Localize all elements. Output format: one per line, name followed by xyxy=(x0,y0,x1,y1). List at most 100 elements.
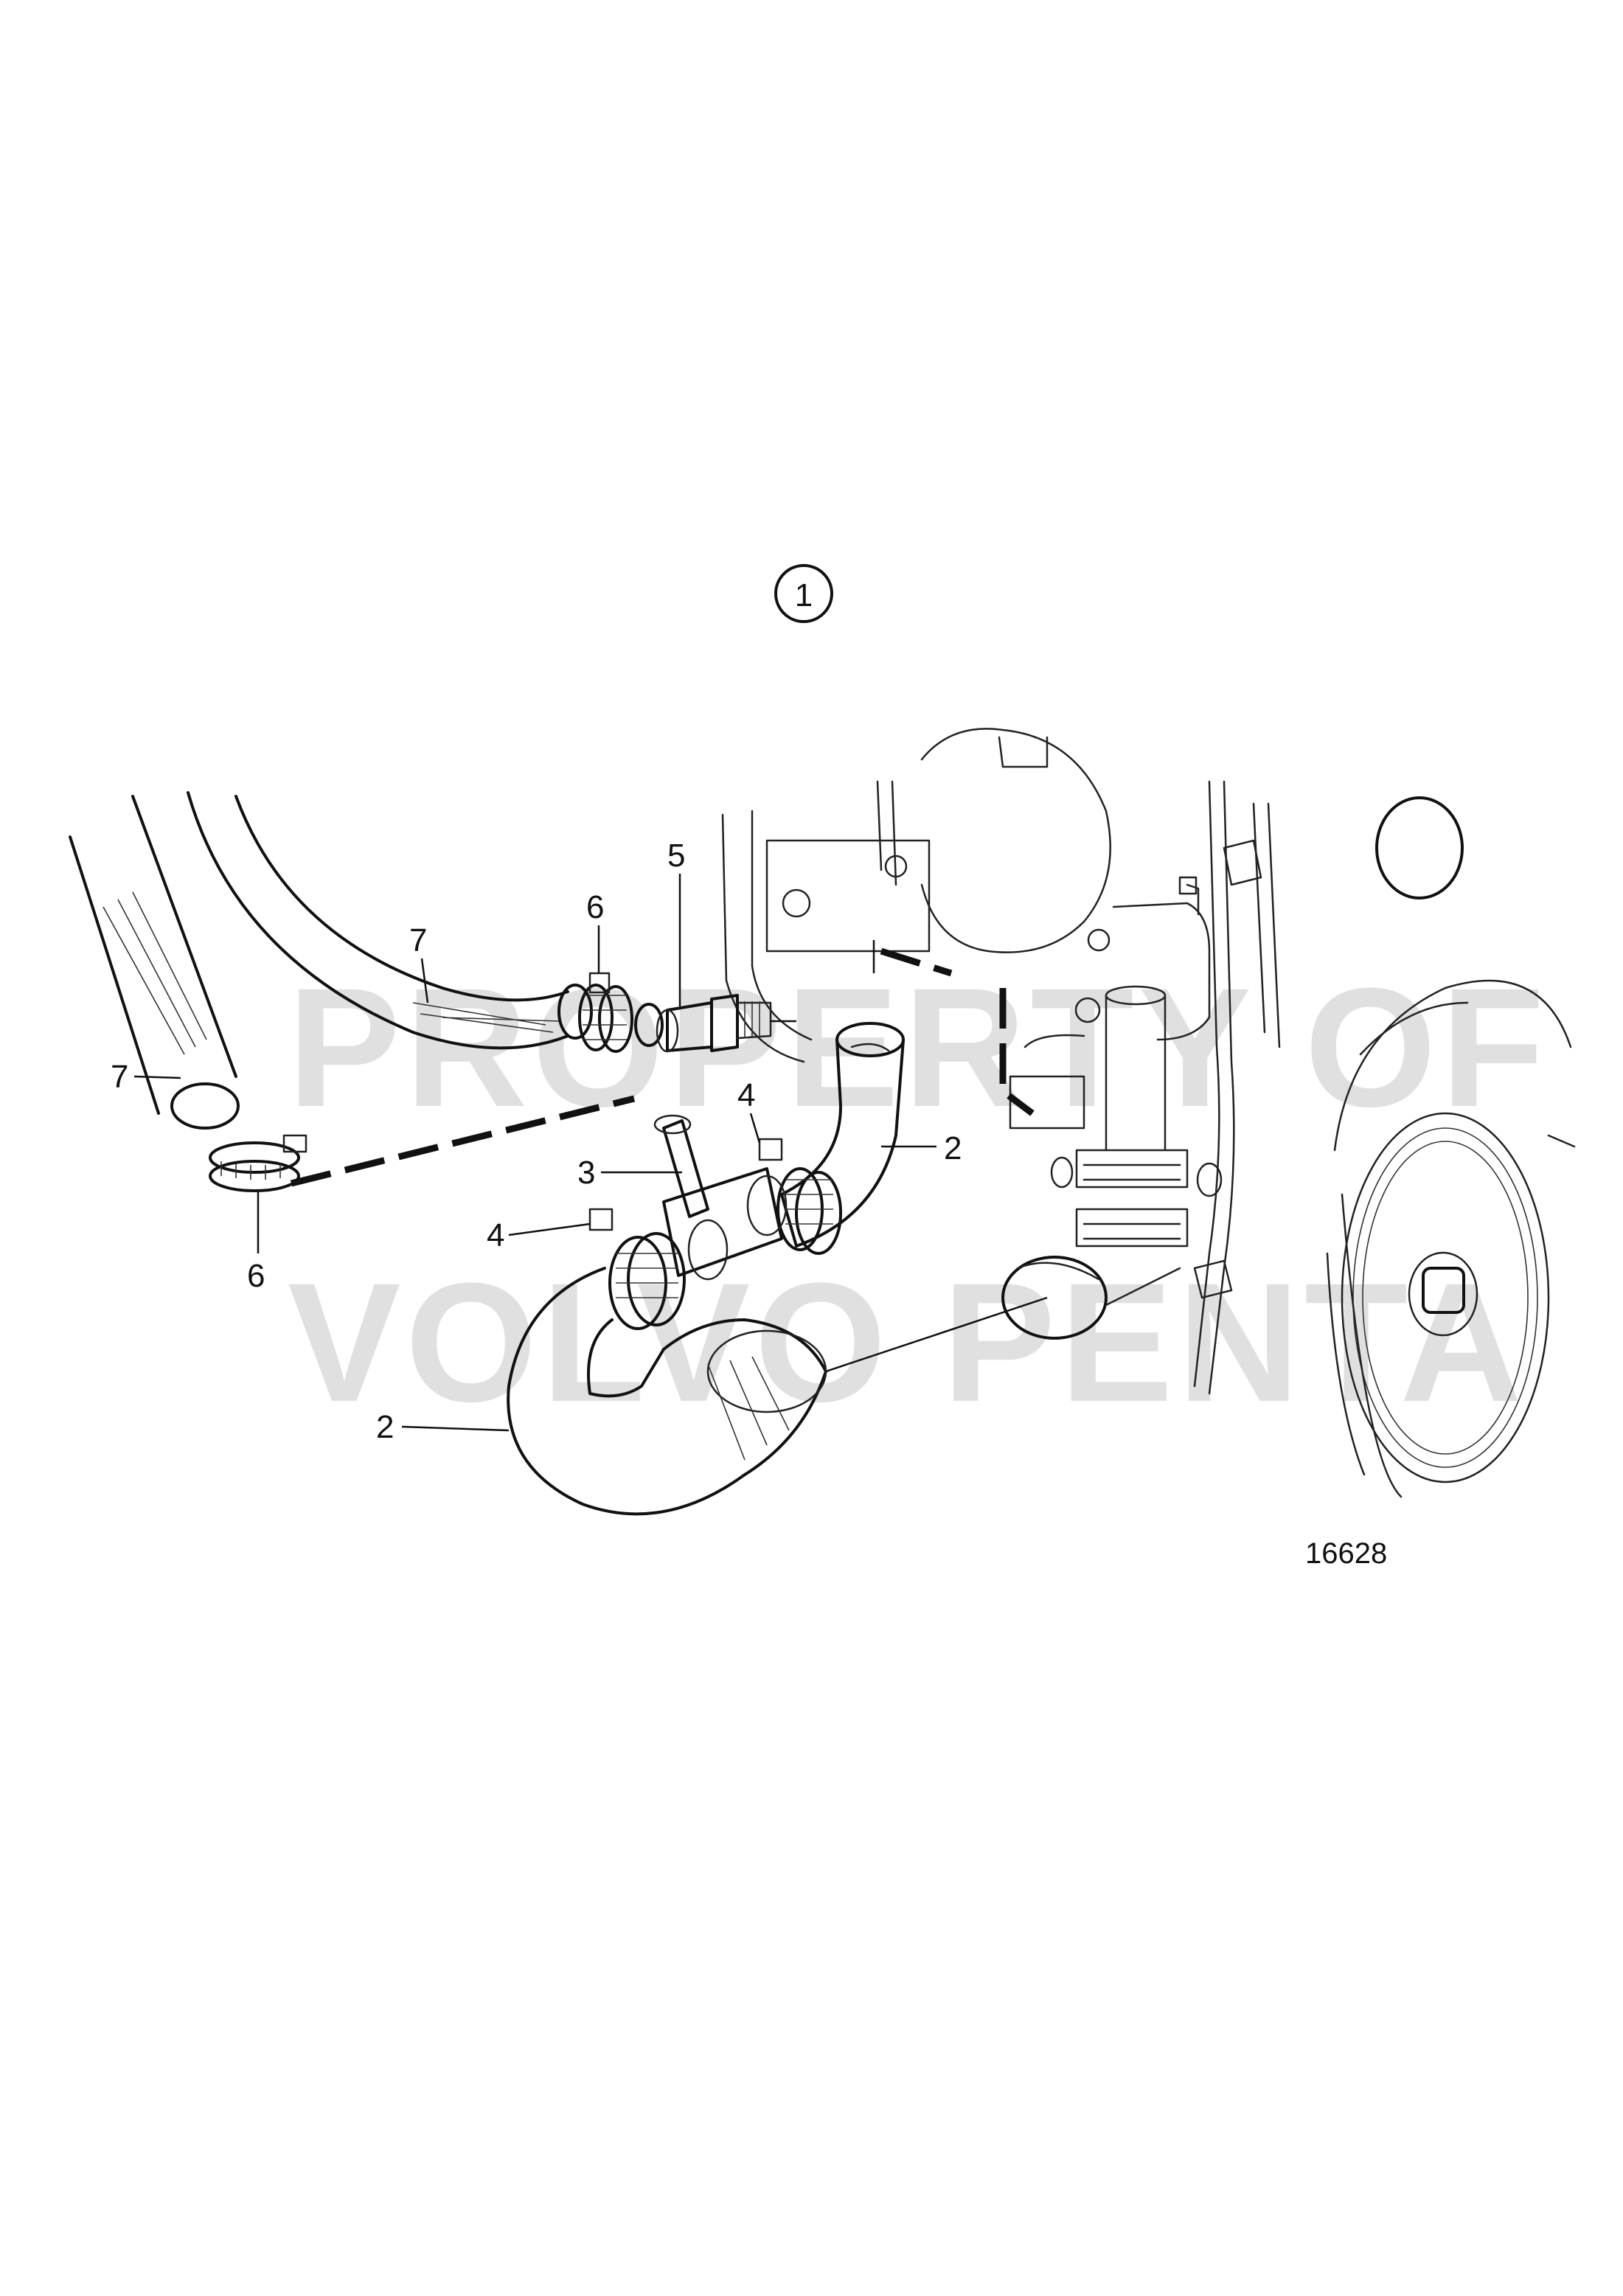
clamp-6-upper-ring-a xyxy=(578,984,614,1051)
fan-shroud-lip xyxy=(1359,1001,1469,1056)
clamp-6-upper-bands xyxy=(583,995,627,1040)
callout-7-left: 7 xyxy=(111,1059,128,1095)
tee-3-ring-1 xyxy=(687,1219,729,1281)
elbow-2-lower-mouth xyxy=(706,1329,827,1413)
washer-ring xyxy=(634,1003,664,1047)
timing-cover-circle xyxy=(920,728,1111,953)
hose-7-left xyxy=(69,795,240,1130)
connection-lines xyxy=(290,940,1048,1373)
inlet-ring-outer xyxy=(1001,1256,1108,1340)
callout-6-upper: 6 xyxy=(586,889,604,925)
elbow-2-lower xyxy=(507,1267,827,1516)
outlet-clamp-upper xyxy=(1075,1149,1189,1189)
clamp-4-lower-ring-b xyxy=(627,1232,686,1326)
leader-4-lower xyxy=(508,1222,591,1236)
housing-outlet xyxy=(1009,985,1223,1248)
bracket-clip-lower xyxy=(1193,1259,1233,1299)
callout-3: 3 xyxy=(577,1155,595,1191)
hose-7-left-end xyxy=(170,1082,240,1130)
dash-block-to-outlet xyxy=(999,988,1035,1116)
frame-rail-4 xyxy=(1267,802,1281,1048)
pulley-groove-2 xyxy=(1362,1141,1529,1455)
leader-7-left xyxy=(133,1075,181,1079)
dash-elbow-to-block xyxy=(880,947,953,977)
outlet-flange xyxy=(1009,1075,1085,1130)
elbow-2-lower-top xyxy=(662,1318,827,1373)
clamp-4-lower-bands xyxy=(616,1253,678,1298)
callout-4-upper: 4 xyxy=(737,1077,755,1113)
tee-3-branch-mouth xyxy=(653,1114,692,1135)
leader-2-lower xyxy=(401,1425,510,1432)
inlet-stub xyxy=(1105,1267,1181,1307)
view-marker-label: 1 xyxy=(795,577,813,613)
bracket-nut xyxy=(1178,876,1198,895)
clamp-4-upper xyxy=(758,1138,842,1255)
hose-7-upper xyxy=(187,791,593,1050)
outlet-clamp-lower xyxy=(1075,1208,1189,1248)
fan-shroud-upper xyxy=(1333,979,1572,1152)
frame-rail-2 xyxy=(1208,780,1235,1395)
elbow-2-upper-inner xyxy=(850,1043,890,1052)
nipple-5 xyxy=(656,994,796,1053)
pulley-hub-nut xyxy=(1422,1267,1465,1314)
lead-elbow-to-inlet xyxy=(825,1296,1048,1373)
outlet-clamp-bands xyxy=(1082,1163,1181,1240)
engine-block-inner-edge xyxy=(751,810,813,1041)
bracket-top xyxy=(1186,883,1200,916)
hose-7-upper-end xyxy=(557,984,593,1040)
nipple-5-hex xyxy=(710,994,739,1052)
timing-cover-tab xyxy=(998,736,1049,768)
outlet-clamp-screw-1 xyxy=(1050,1156,1074,1189)
thermostat-housing xyxy=(1112,902,1211,1041)
hose-7-upper-edge-a xyxy=(187,791,569,1050)
bolt-hole-4 xyxy=(1074,997,1101,1023)
view-marker-circle xyxy=(774,564,833,623)
fan-arrow xyxy=(1547,1134,1576,1148)
clamp-4-upper-ring-b xyxy=(795,1171,842,1255)
tee-3-body xyxy=(662,1167,783,1277)
callout-7-upper: 7 xyxy=(409,922,427,959)
elbow-2-upper-body xyxy=(780,1038,905,1248)
leader-7-upper xyxy=(420,958,429,1003)
leader-4-upper xyxy=(749,1113,761,1144)
outlet-pipe-rim xyxy=(1105,985,1167,1006)
nipple-5-mouth xyxy=(656,1009,679,1053)
inlet-ring-inner xyxy=(1016,1262,1100,1281)
clamp-6-left xyxy=(209,1134,307,1192)
outlet-flange-top xyxy=(1024,1034,1085,1048)
clamp-6-left-ring-top xyxy=(209,1141,300,1174)
callout-2-upper: 2 xyxy=(944,1130,962,1166)
clamp-4-upper-screw xyxy=(758,1138,783,1161)
nipple-5-thread xyxy=(736,1001,772,1040)
tee-3-branch xyxy=(662,1119,709,1218)
cap-plug xyxy=(1375,796,1464,900)
tee-3-ring-2 xyxy=(746,1175,788,1236)
pulley-hub xyxy=(1408,1251,1478,1337)
watermark-line-2: VOLVO PENTA xyxy=(288,1248,1526,1437)
belt-line-2 xyxy=(1326,1252,1366,1476)
engine-rib-1 xyxy=(876,780,883,872)
pulley-outer xyxy=(1341,1112,1550,1483)
outlet-clamp-screw-2 xyxy=(1196,1162,1223,1197)
belt-line-1 xyxy=(1341,1193,1403,1498)
outlet-pipe-walls xyxy=(1105,994,1167,1152)
bracket-clip-upper xyxy=(1223,839,1262,886)
dash-hose-to-tee xyxy=(290,1095,636,1187)
frame-rail-3 xyxy=(1252,802,1266,1034)
nipple-5-thread-lines xyxy=(744,1001,760,1038)
engine-block xyxy=(721,728,1281,1395)
elbow-2-lower-outer xyxy=(507,1267,827,1516)
clamp-4-lower-screw xyxy=(588,1208,614,1231)
reference-number: 16628 xyxy=(1305,1537,1387,1570)
elbow-2-lower-inner xyxy=(587,1318,665,1398)
inlet-ring xyxy=(1001,1256,1181,1340)
callouts: 7 7 6 6 5 4 4 3 2 2 xyxy=(111,838,962,1445)
watermark: PROPERTY OF VOLVO PENTA xyxy=(288,953,1544,1437)
bolt-hole-1 xyxy=(782,888,811,918)
hose-7-left-texture xyxy=(102,891,207,1055)
pulley-assembly xyxy=(1326,796,1576,1498)
clamp-6-upper-ring-b xyxy=(598,985,633,1053)
elbow-2-lower-shading xyxy=(707,1356,790,1461)
clamp-6-left-teeth xyxy=(220,1161,281,1180)
